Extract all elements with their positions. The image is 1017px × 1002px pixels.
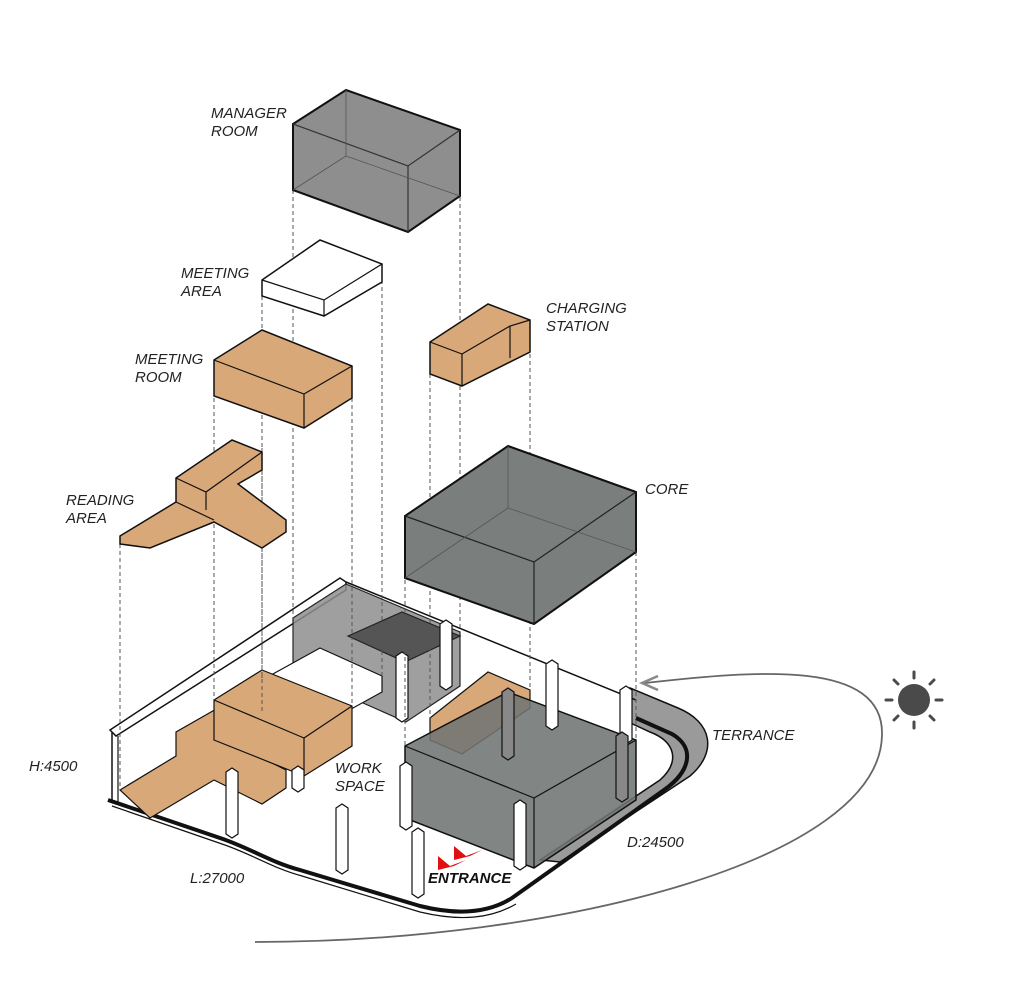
sun-path-arrowhead [638, 674, 659, 692]
meeting-area-volume [261, 239, 383, 317]
entrance-label: ENTRANCE [428, 870, 512, 887]
height-dimension-label: H:4500 [29, 758, 78, 775]
depth-dimension-label: D:24500 [627, 834, 684, 851]
floor-plate [107, 577, 709, 919]
length-dimension-label: L:27000 [190, 870, 245, 887]
core-label: CORE [645, 481, 689, 498]
sun-icon [884, 670, 944, 730]
charging-station-label-line2: STATION [546, 318, 609, 335]
reading-area-label: READING AREA [66, 492, 134, 528]
reading-area-volume [119, 439, 287, 549]
meeting-area-label-line1: MEETING [181, 265, 250, 282]
manager-room-label-line2: ROOM [211, 123, 258, 140]
meeting-area-label: MEETING AREA [181, 265, 249, 301]
meeting-room-label: MEETING ROOM [135, 351, 203, 387]
sun-path-arrow [254, 673, 883, 943]
charging-station-label: CHARGING STATION [546, 300, 627, 336]
meeting-area-label-line2: AREA [181, 283, 222, 300]
ground-meeting-room [213, 669, 353, 777]
terrance-label: TERRANCE [712, 727, 795, 744]
columns [225, 619, 633, 899]
reading-area-label-line1: READING [66, 492, 135, 509]
manager-room-label-line1: MANAGER [211, 105, 287, 122]
meeting-room-label-line2: ROOM [135, 369, 182, 386]
reading-area-label-line2: AREA [66, 510, 107, 527]
work-space-label-line2: SPACE [335, 778, 385, 795]
meeting-room-label-line1: MEETING [135, 351, 204, 368]
charging-station-volume [429, 303, 531, 387]
entrance-arrow-icon [438, 846, 482, 870]
manager-room-volume [292, 88, 461, 234]
work-space-label: WORK SPACE [335, 760, 385, 796]
manager-room-label: MANAGER ROOM [211, 105, 287, 141]
charging-station-label-line1: CHARGING [546, 300, 627, 317]
core-volume [404, 444, 637, 626]
work-space-label-line1: WORK [335, 760, 382, 777]
meeting-room-volume [213, 329, 353, 429]
